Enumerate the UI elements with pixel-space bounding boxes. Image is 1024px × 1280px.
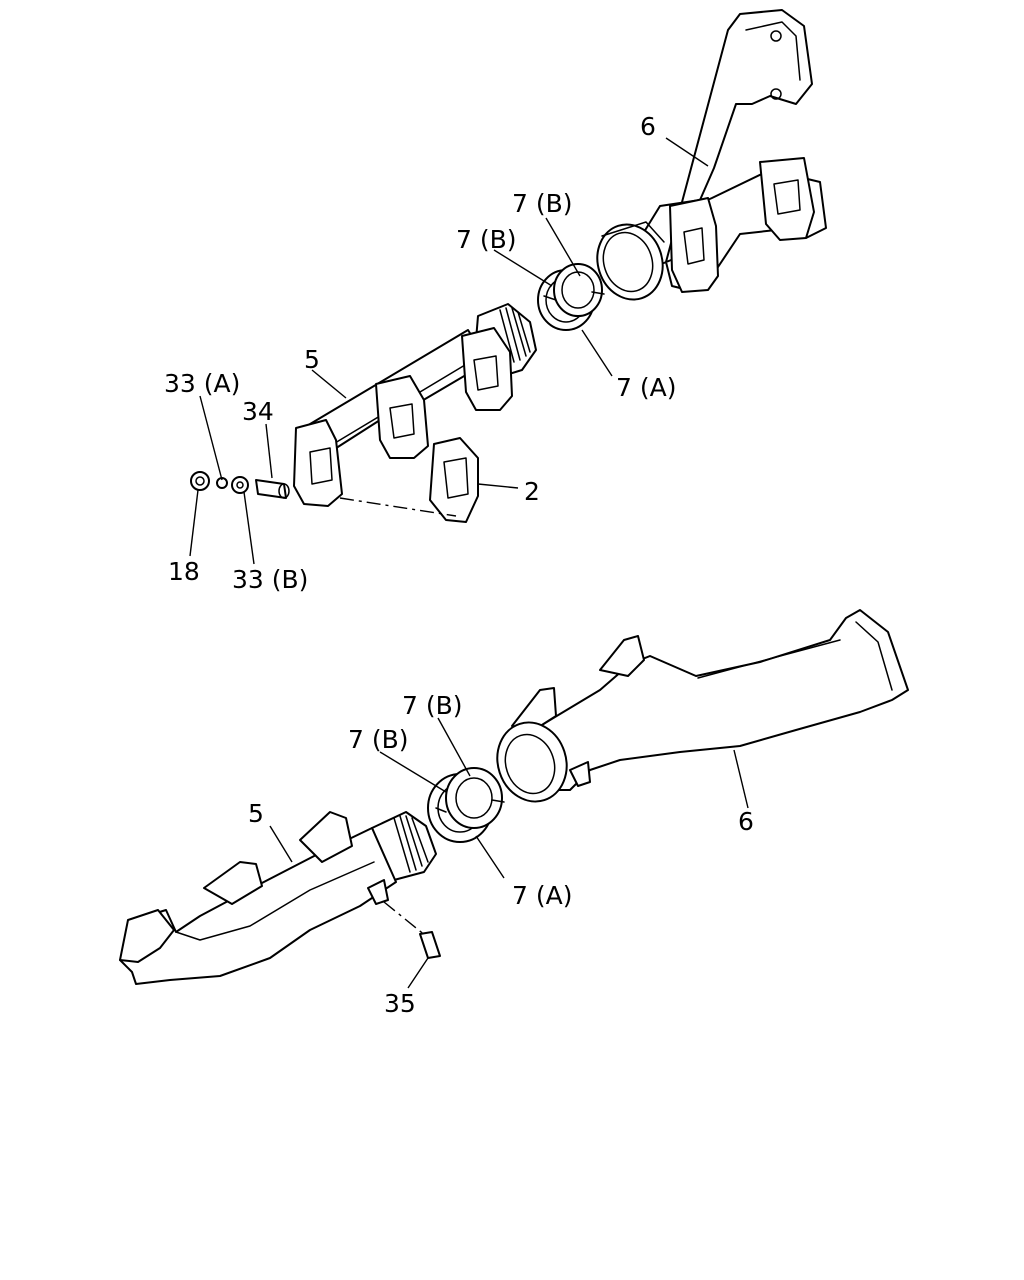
upper-assembly: 6 7 (B) 7 (B) 5 7 (A) 33 (A) 34 2 18 33 … [164, 9, 827, 594]
callout-lower-7b-left: 7 (B) [348, 725, 409, 754]
callout-upper-33b: 33 (B) [232, 565, 308, 594]
upper-leaders [189, 137, 709, 565]
callout-lower-5: 5 [248, 799, 264, 828]
callout-lower-7a: 7 (A) [512, 881, 572, 910]
lower-leaders [269, 717, 749, 989]
callout-upper-34: 34 [242, 397, 274, 426]
callout-upper-5: 5 [304, 345, 320, 374]
callout-lower-6: 6 [738, 807, 754, 836]
callout-upper-7b-left: 7 (B) [456, 225, 517, 254]
callout-upper-7b-right: 7 (B) [512, 189, 573, 218]
upper-rear-manifold [596, 9, 827, 301]
upper-centerline [339, 497, 457, 517]
callout-upper-33a: 33 (A) [164, 369, 240, 398]
callout-lower-35: 35 [384, 989, 416, 1018]
lower-rear-manifold [496, 609, 909, 803]
lower-seal-rings [427, 767, 505, 843]
callout-upper-7a: 7 (A) [616, 373, 676, 402]
lower-assembly: 7 (B) 7 (B) 5 6 7 (A) 35 [119, 609, 909, 1018]
upper-front-manifold [293, 303, 537, 507]
callout-upper-2: 2 [524, 477, 540, 506]
callout-upper-6: 6 [640, 112, 656, 141]
lower-centerline [383, 901, 427, 937]
callout-upper-18: 18 [168, 557, 200, 586]
upper-hardware [190, 471, 290, 499]
callout-lower-7b-right: 7 (B) [402, 691, 463, 720]
upper-gasket [429, 437, 479, 523]
upper-seal-rings [537, 263, 605, 331]
lower-front-manifold [119, 811, 441, 985]
